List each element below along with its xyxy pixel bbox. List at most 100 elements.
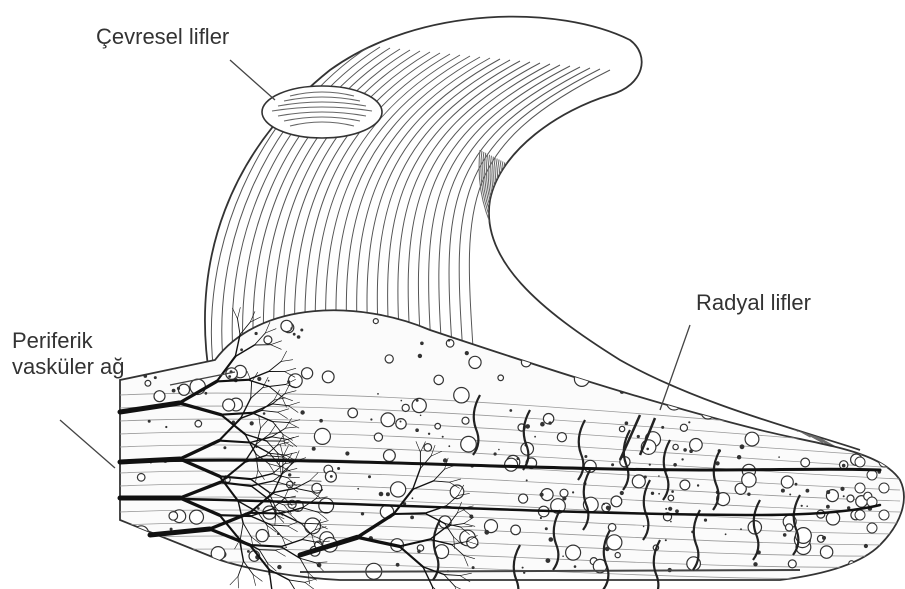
circumferential-fiber <box>488 155 662 369</box>
dot <box>155 538 159 542</box>
dot <box>465 351 469 355</box>
dot <box>670 521 672 523</box>
blood-vessel <box>305 579 316 582</box>
dot <box>856 344 858 346</box>
dot <box>769 388 773 392</box>
dot <box>255 332 258 335</box>
dot <box>629 326 634 331</box>
cell <box>748 377 757 386</box>
dot <box>840 487 844 491</box>
dot <box>806 359 809 362</box>
circumferential-fiber <box>492 157 687 380</box>
cell <box>505 458 518 471</box>
cell <box>432 319 445 332</box>
dot <box>297 335 301 339</box>
dot <box>877 433 880 436</box>
leader-line-circumferential <box>230 60 275 100</box>
dot <box>540 422 545 427</box>
dot <box>854 337 856 339</box>
dot <box>675 509 679 513</box>
dot <box>148 420 151 423</box>
cell <box>668 495 674 501</box>
dot <box>786 414 789 417</box>
cell <box>586 343 591 348</box>
dot <box>820 381 824 385</box>
cell <box>855 483 865 493</box>
dot <box>783 533 787 537</box>
dot <box>740 444 745 449</box>
dot <box>826 490 830 494</box>
cell <box>632 475 645 488</box>
dot <box>646 448 649 451</box>
leader-line-radial <box>660 325 690 410</box>
dot <box>361 512 364 515</box>
dot <box>747 493 750 496</box>
dot <box>330 475 333 478</box>
blood-vessel <box>301 523 317 524</box>
cell <box>391 482 406 497</box>
circumferential-fiber <box>483 152 625 352</box>
label-peripheral-vascular-network: Periferik vasküler ağ <box>12 328 125 380</box>
dot <box>844 334 846 336</box>
dot <box>826 332 830 336</box>
cell <box>791 341 805 355</box>
cell <box>435 423 441 429</box>
dot <box>697 484 699 486</box>
dot <box>853 329 855 331</box>
cell <box>469 356 481 368</box>
cell <box>281 320 292 331</box>
cell <box>136 551 144 559</box>
dot <box>534 436 536 438</box>
cell <box>223 399 235 411</box>
dot <box>689 449 693 453</box>
dot <box>223 446 226 449</box>
dot <box>637 435 640 438</box>
cell <box>322 371 334 383</box>
dot <box>673 463 677 467</box>
dot <box>530 331 533 334</box>
dot <box>584 455 587 458</box>
dot <box>637 336 640 339</box>
dot <box>401 400 403 402</box>
cell <box>154 391 165 402</box>
dot <box>611 463 614 466</box>
dot <box>149 329 153 333</box>
dot <box>658 475 660 477</box>
circumferential-fiber <box>429 66 570 380</box>
dot <box>442 436 444 438</box>
dot <box>546 558 551 563</box>
dot <box>665 508 667 510</box>
dot <box>172 389 176 393</box>
dot <box>842 464 846 468</box>
dot <box>509 409 512 412</box>
dot <box>147 561 151 565</box>
dot <box>769 389 772 392</box>
cell <box>801 458 810 467</box>
blood-vessel <box>289 580 305 582</box>
dot <box>300 410 304 414</box>
dot <box>420 342 424 346</box>
cell <box>195 420 202 427</box>
cell <box>211 547 225 561</box>
cell <box>807 360 823 376</box>
dot <box>769 347 771 349</box>
cell <box>789 383 802 396</box>
dot <box>725 533 727 535</box>
cell <box>319 498 334 513</box>
dot <box>658 493 660 495</box>
dot <box>368 475 371 478</box>
dot <box>806 505 808 507</box>
dot <box>809 365 812 368</box>
dot <box>864 544 868 548</box>
dot <box>263 412 266 415</box>
cell <box>617 349 623 355</box>
cell <box>167 338 179 350</box>
dot <box>319 419 323 423</box>
dot <box>517 457 520 460</box>
leader-line-peripheral <box>60 420 115 468</box>
dot <box>715 410 718 413</box>
dot <box>753 562 757 566</box>
dot <box>513 331 516 334</box>
dot <box>448 445 450 447</box>
cell <box>855 457 865 467</box>
